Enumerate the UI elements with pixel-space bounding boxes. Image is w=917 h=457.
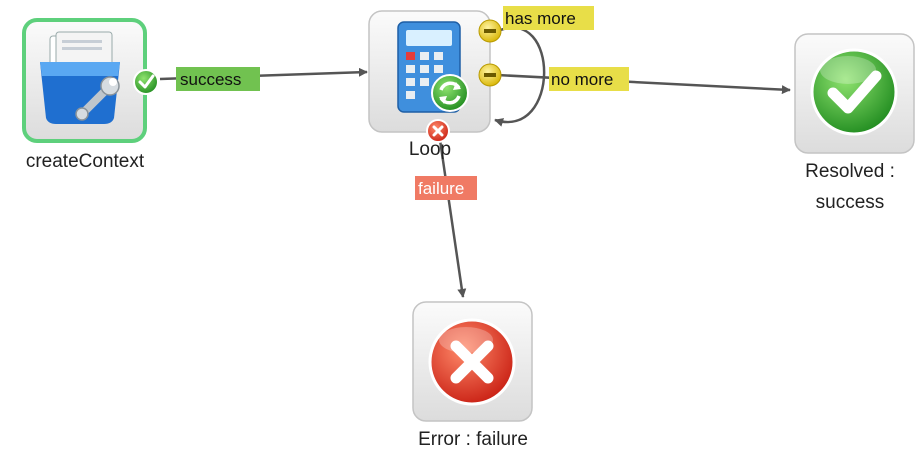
node-loop[interactable] [368,10,502,143]
edge-tag-success-label: success [180,70,241,89]
has-more-port-icon[interactable] [478,19,502,43]
edge-tag-no-more[interactable]: no more [549,67,629,91]
edge-failure[interactable] [438,139,467,298]
node-create-context-label: createContext [25,151,145,172]
edge-tag-no-more-bg [549,67,629,91]
node-error-failure[interactable] [412,301,533,422]
error-x-icon [428,318,516,406]
no-more-port-icon[interactable] [478,63,502,87]
node-error-label: Error : failure [418,429,528,450]
checkmark-icon [810,48,898,136]
node-loop-label: Loop [408,139,452,160]
node-resolved-success[interactable] [794,33,915,154]
edge-no-more[interactable] [496,73,791,95]
node-resolved-label-line2: success [815,192,885,213]
node-create-context[interactable] [22,18,159,143]
edge-tag-no-more-label: no more [551,70,613,89]
edge-tag-success[interactable]: success [176,67,260,91]
success-port-icon[interactable] [133,69,159,95]
failure-port-icon[interactable] [426,119,450,143]
edge-tag-success-bg [176,67,260,91]
edge-tag-failure-bg [415,176,477,200]
folder-wrench-icon [40,31,120,124]
edge-tag-failure-label: failure [418,179,464,198]
edge-tag-has-more-label: has more [505,9,576,28]
edge-tag-has-more-bg [503,6,594,30]
calculator-refresh-icon [397,21,469,113]
edge-tag-failure[interactable]: failure [415,176,477,200]
edge-tag-has-more[interactable]: has more [503,6,594,30]
node-resolved-label-line1: Resolved : [805,161,895,182]
